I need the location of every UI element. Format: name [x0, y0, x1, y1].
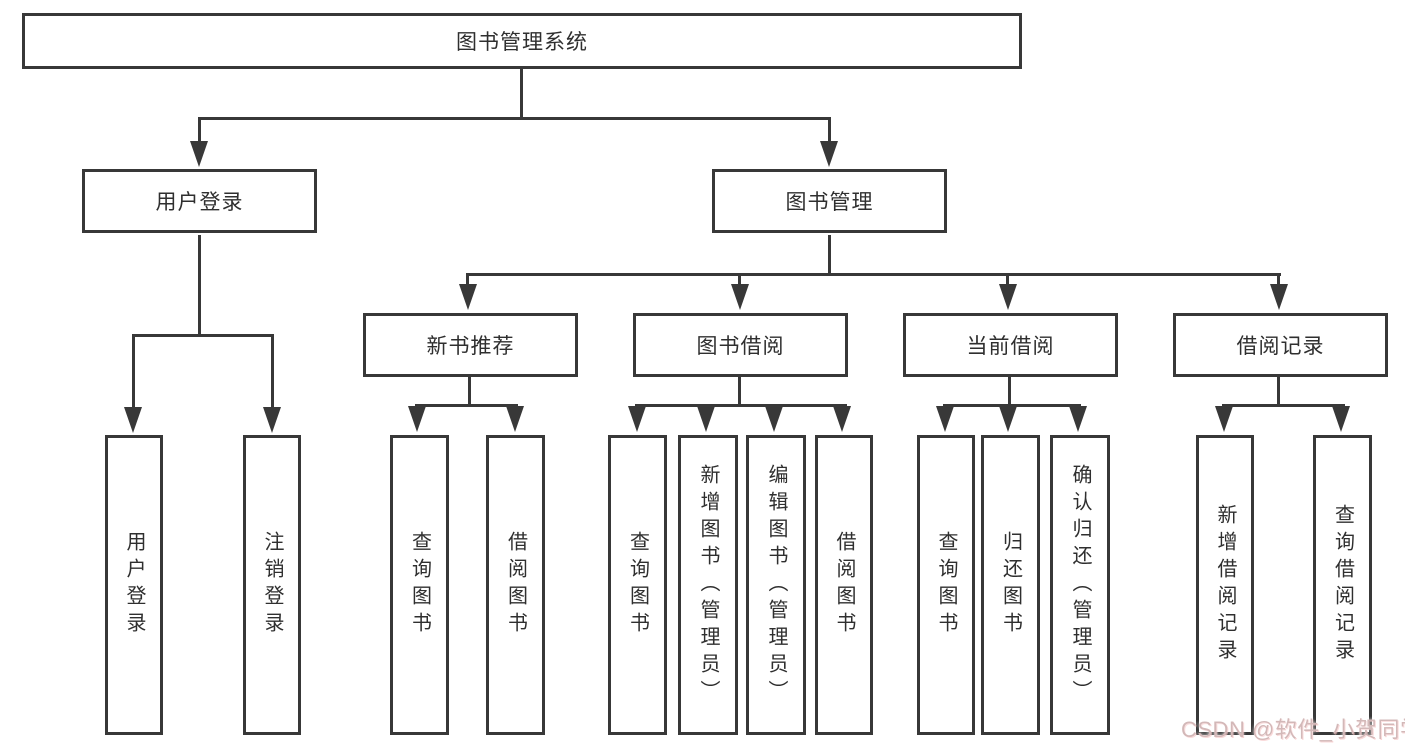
node-current-borrowing: 当前借阅 — [903, 313, 1118, 377]
leaf-label: 编辑图书（管理员） — [765, 463, 787, 707]
arrowhead-down-icon — [459, 284, 477, 310]
node-new-book-recommendation: 新书推荐 — [363, 313, 578, 377]
connector-line — [132, 334, 274, 337]
connector-line — [198, 235, 201, 337]
leaf-query-borrow-record: 查询借阅记录 — [1313, 435, 1372, 735]
arrowhead-down-icon — [697, 406, 715, 432]
arrowhead-down-icon — [190, 141, 208, 167]
leaf-label: 归还图书 — [999, 531, 1022, 639]
leaf-query-books-borrow: 查询图书 — [608, 435, 667, 735]
connector-line — [635, 404, 847, 407]
leaf-label: 新增图书（管理员） — [697, 463, 719, 707]
connector-line — [271, 334, 274, 412]
node-book-borrowing: 图书借阅 — [633, 313, 848, 377]
arrowhead-down-icon — [628, 406, 646, 432]
connector-line — [468, 377, 471, 407]
connector-line — [943, 404, 1081, 407]
node-book-management: 图书管理 — [712, 169, 947, 233]
arrowhead-down-icon — [999, 406, 1017, 432]
connector-line — [738, 377, 741, 407]
leaf-label: 查询借阅记录 — [1331, 504, 1354, 666]
connector-line — [1277, 377, 1280, 407]
leaf-borrow-books-recommend: 借阅图书 — [486, 435, 545, 735]
leaf-confirm-return-admin: 确认归还（管理员） — [1050, 435, 1110, 735]
connector-line — [828, 117, 831, 145]
connector-line — [198, 117, 201, 145]
leaf-logout: 注销登录 — [243, 435, 301, 735]
connector-line — [1222, 404, 1345, 407]
connector-line — [828, 235, 831, 276]
arrowhead-down-icon — [765, 406, 783, 432]
arrowhead-down-icon — [506, 406, 524, 432]
leaf-return-books: 归还图书 — [981, 435, 1040, 735]
leaf-query-books-recommend: 查询图书 — [390, 435, 449, 735]
arrowhead-down-icon — [408, 406, 426, 432]
connector-line — [1008, 377, 1011, 407]
leaf-borrow-books: 借阅图书 — [815, 435, 873, 735]
leaf-label: 查询图书 — [626, 531, 649, 639]
node-borrowing-records: 借阅记录 — [1173, 313, 1388, 377]
arrowhead-down-icon — [731, 284, 749, 310]
leaf-query-books-current: 查询图书 — [917, 435, 975, 735]
connector-line — [466, 273, 469, 289]
connector-line — [132, 334, 135, 412]
leaf-edit-books-admin: 编辑图书（管理员） — [746, 435, 806, 735]
arrowhead-down-icon — [1270, 284, 1288, 310]
leaf-label: 新增借阅记录 — [1214, 504, 1236, 666]
connector-line — [1006, 273, 1009, 289]
csdn-watermark: CSDN @软件_小贺同学 — [1181, 717, 1405, 742]
connector-line — [466, 273, 1281, 276]
connector-line — [1277, 273, 1280, 289]
connector-line — [415, 404, 518, 407]
leaf-user-login: 用户登录 — [105, 435, 163, 735]
arrowhead-down-icon — [936, 406, 954, 432]
arrowhead-down-icon — [1069, 406, 1087, 432]
connector-line — [198, 117, 831, 120]
leaf-label: 查询图书 — [935, 531, 957, 639]
arrowhead-down-icon — [999, 284, 1017, 310]
leaf-add-borrow-record: 新增借阅记录 — [1196, 435, 1254, 735]
leaf-label: 用户登录 — [123, 531, 145, 639]
leaf-label: 注销登录 — [261, 531, 283, 639]
arrowhead-down-icon — [263, 407, 281, 433]
leaf-add-books-admin: 新增图书（管理员） — [678, 435, 738, 735]
leaf-label: 查询图书 — [408, 531, 431, 639]
arrowhead-down-icon — [1215, 406, 1233, 432]
leaf-label: 借阅图书 — [504, 531, 527, 639]
connector-line — [738, 273, 741, 289]
leaf-label: 借阅图书 — [833, 531, 855, 639]
arrowhead-down-icon — [820, 141, 838, 167]
node-library-management-system: 图书管理系统 — [22, 13, 1022, 69]
arrowhead-down-icon — [1332, 406, 1350, 432]
arrowhead-down-icon — [833, 406, 851, 432]
node-user-login: 用户登录 — [82, 169, 317, 233]
connector-line — [520, 69, 523, 117]
arrowhead-down-icon — [124, 407, 142, 433]
leaf-label: 确认归还（管理员） — [1069, 463, 1091, 707]
